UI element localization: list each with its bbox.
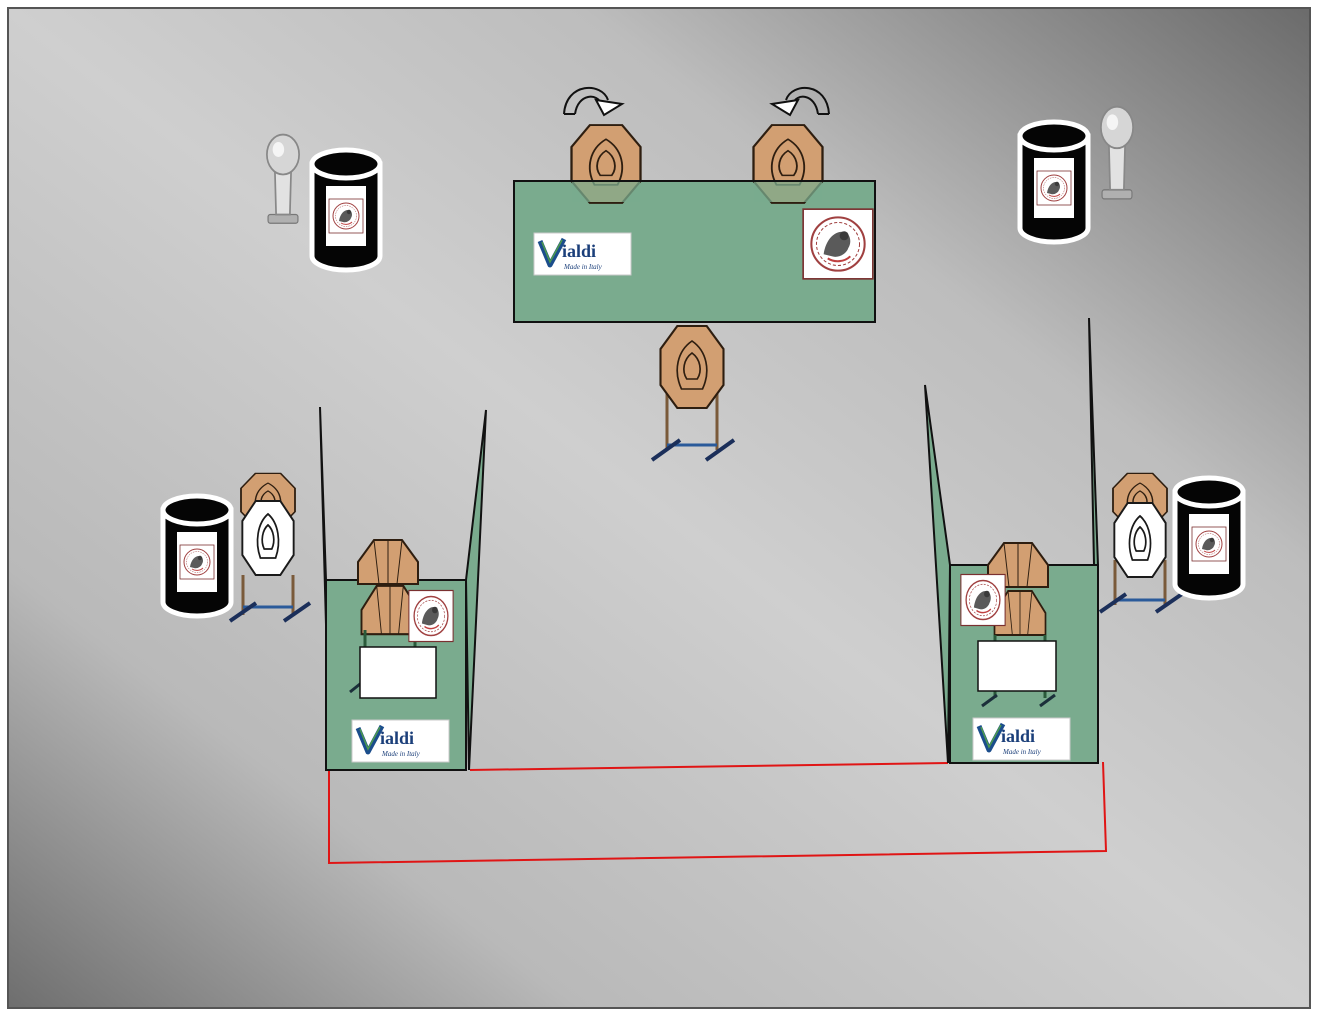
club-logo-icon — [960, 573, 1006, 627]
club-logo-icon — [802, 208, 874, 280]
target-stand-icon — [228, 575, 312, 623]
brand-logo-left: ialdi Made in Italy — [352, 720, 449, 762]
no-shoot-target-icon — [1113, 502, 1167, 578]
oil-drum-icon — [163, 496, 231, 616]
oil-drum-icon — [1020, 122, 1088, 242]
shooting-table — [359, 646, 437, 699]
brand-logo-letter: V — [540, 244, 562, 277]
ipsc-target-icon — [659, 324, 725, 410]
brand-logo-right: ialdi Made in Italy — [973, 718, 1070, 760]
svg-text:Made in Italy: Made in Italy — [1002, 748, 1042, 756]
oil-drum-icon — [312, 150, 380, 270]
target-stand-icon — [1098, 560, 1184, 614]
svg-text:Made in Italy: Made in Italy — [563, 263, 603, 271]
svg-text:ialdi: ialdi — [562, 241, 596, 261]
shooting-table — [977, 640, 1057, 692]
fault-line — [328, 761, 1108, 865]
svg-text:ialdi: ialdi — [1001, 726, 1035, 746]
swinger-arrow-icon — [563, 86, 625, 117]
svg-text:ialdi: ialdi — [380, 728, 414, 748]
swinger-arrow-icon — [769, 86, 830, 117]
svg-text:Made in Italy: Made in Italy — [381, 750, 421, 758]
brand-logo-top: ialdi Made in Italy — [534, 233, 631, 275]
no-shoot-target-icon — [241, 500, 295, 576]
club-logo-icon — [408, 589, 454, 643]
oil-drum-icon — [1175, 478, 1243, 598]
